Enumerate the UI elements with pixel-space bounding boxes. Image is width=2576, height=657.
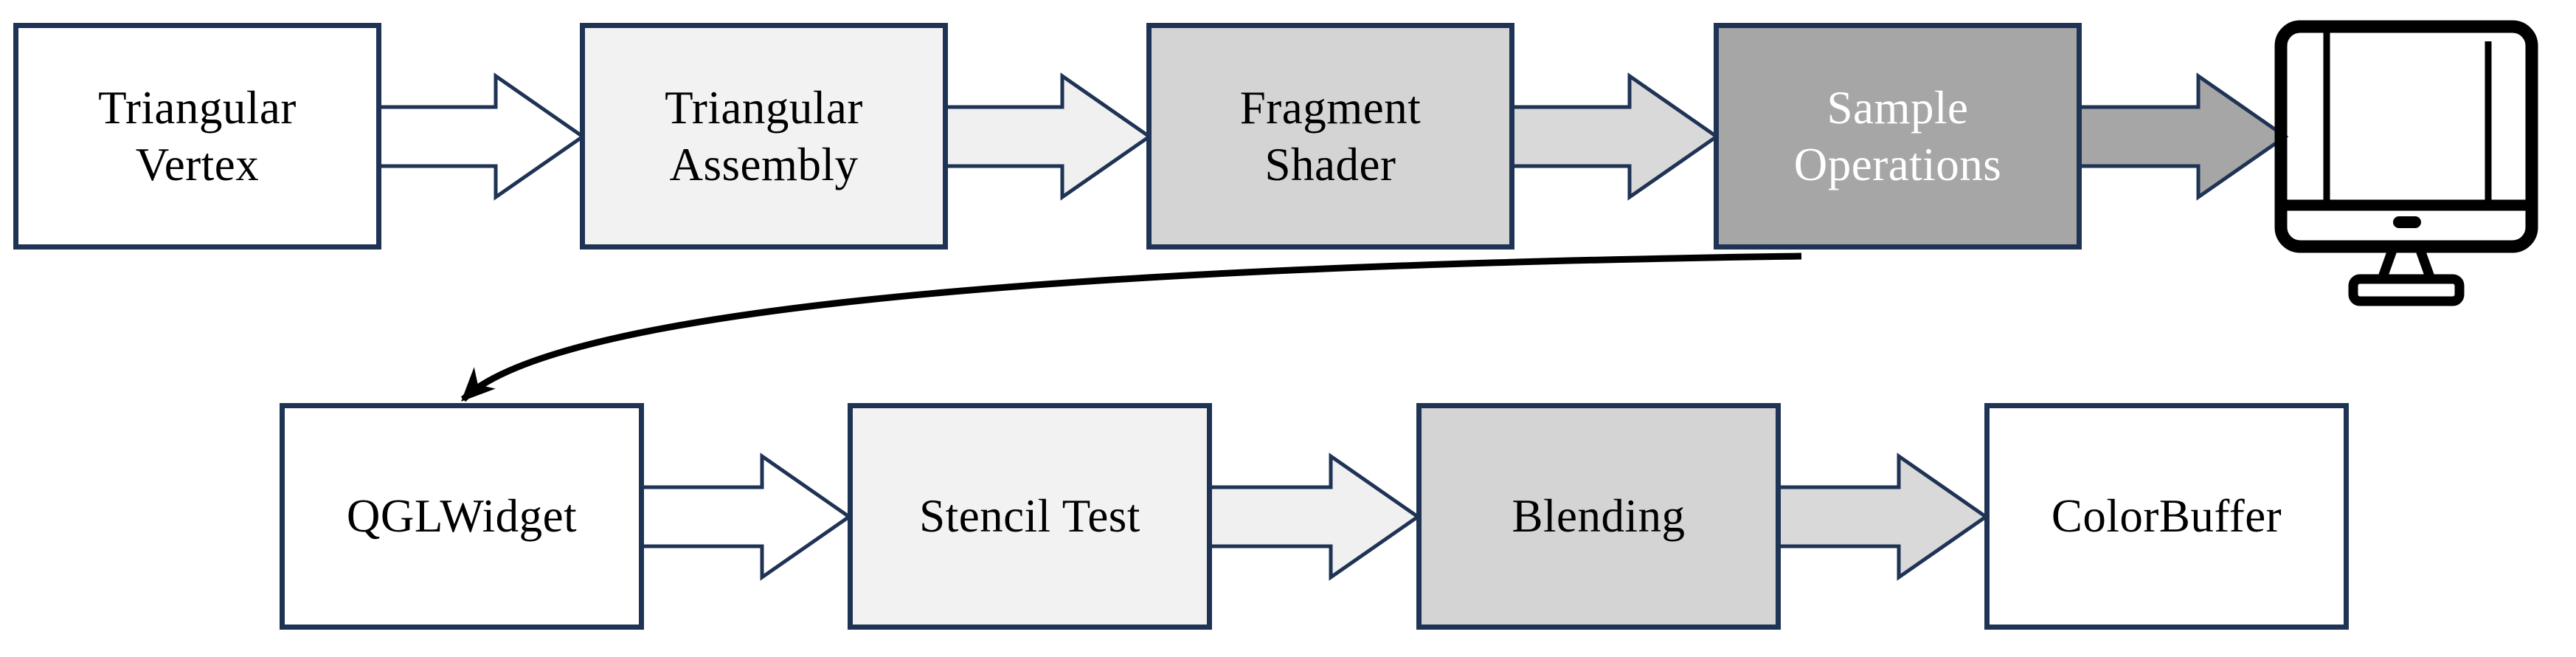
arrow-shader-to-sample — [1506, 72, 1720, 201]
node-label: Sample Operations — [1793, 81, 2002, 190]
node-label: ColorBuffer — [2051, 490, 2282, 543]
node-stencil-test: Stencil Test — [848, 403, 1212, 630]
arrow-vertex-to-assembly — [373, 72, 586, 201]
desktop-monitor-icon — [2274, 20, 2538, 306]
arrow-blending-to-colorbuffer — [1773, 453, 1990, 581]
node-fragment-shader: Fragment Shader — [1146, 23, 1514, 250]
node-label: Triangular Vertex — [98, 81, 297, 190]
node-label: Stencil Test — [919, 490, 1140, 543]
arrow-assembly-to-shader — [940, 72, 1153, 201]
arrow-stencil-to-blending — [1204, 453, 1422, 581]
node-colorbuffer: ColorBuffer — [1984, 403, 2349, 630]
arrow-qglwidget-to-stencil — [636, 453, 853, 581]
node-label: QGLWidget — [346, 490, 578, 543]
curved-connector-sample-operations-to-qglwidget — [460, 252, 1802, 402]
node-blending: Blending — [1416, 403, 1781, 630]
node-triangular-vertex: Triangular Vertex — [13, 23, 381, 250]
node-label: Triangular Assembly — [665, 81, 863, 190]
arrow-sample-to-monitor — [2074, 72, 2289, 201]
node-triangular-assembly: Triangular Assembly — [580, 23, 948, 250]
node-label: Blending — [1512, 490, 1686, 543]
node-qglwidget: QGLWidget — [280, 403, 644, 630]
node-sample-operations: Sample Operations — [1714, 23, 2082, 250]
node-label: Fragment Shader — [1239, 81, 1422, 190]
